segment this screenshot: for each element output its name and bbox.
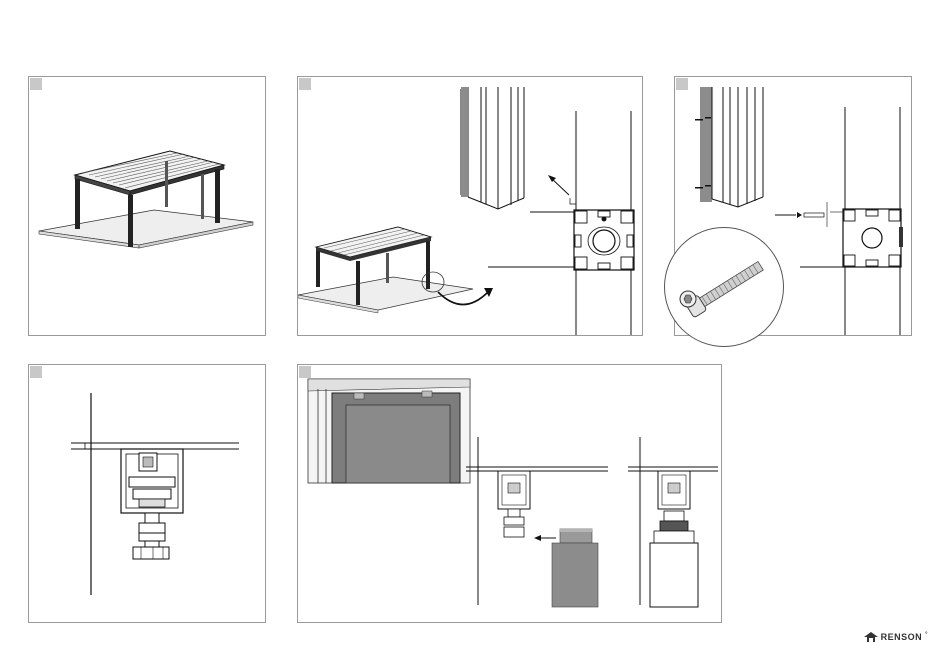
post-corner-illustration	[298, 77, 643, 336]
step-2-panel	[297, 76, 643, 336]
step-5-panel	[297, 364, 722, 623]
foot-cross-section-illustration	[29, 365, 266, 623]
bolt-icon	[665, 228, 784, 347]
house-roof-icon	[864, 632, 878, 642]
pergola-overview-illustration	[29, 77, 266, 336]
foot-adjustment-illustration	[298, 365, 722, 623]
screw-magnifier	[664, 227, 784, 347]
brand-name: RENSON	[881, 632, 923, 642]
step-4-panel	[28, 364, 266, 623]
renson-logo: RENSON °	[864, 632, 928, 642]
brand-mark: °	[925, 632, 928, 638]
step-1-panel	[28, 76, 266, 336]
